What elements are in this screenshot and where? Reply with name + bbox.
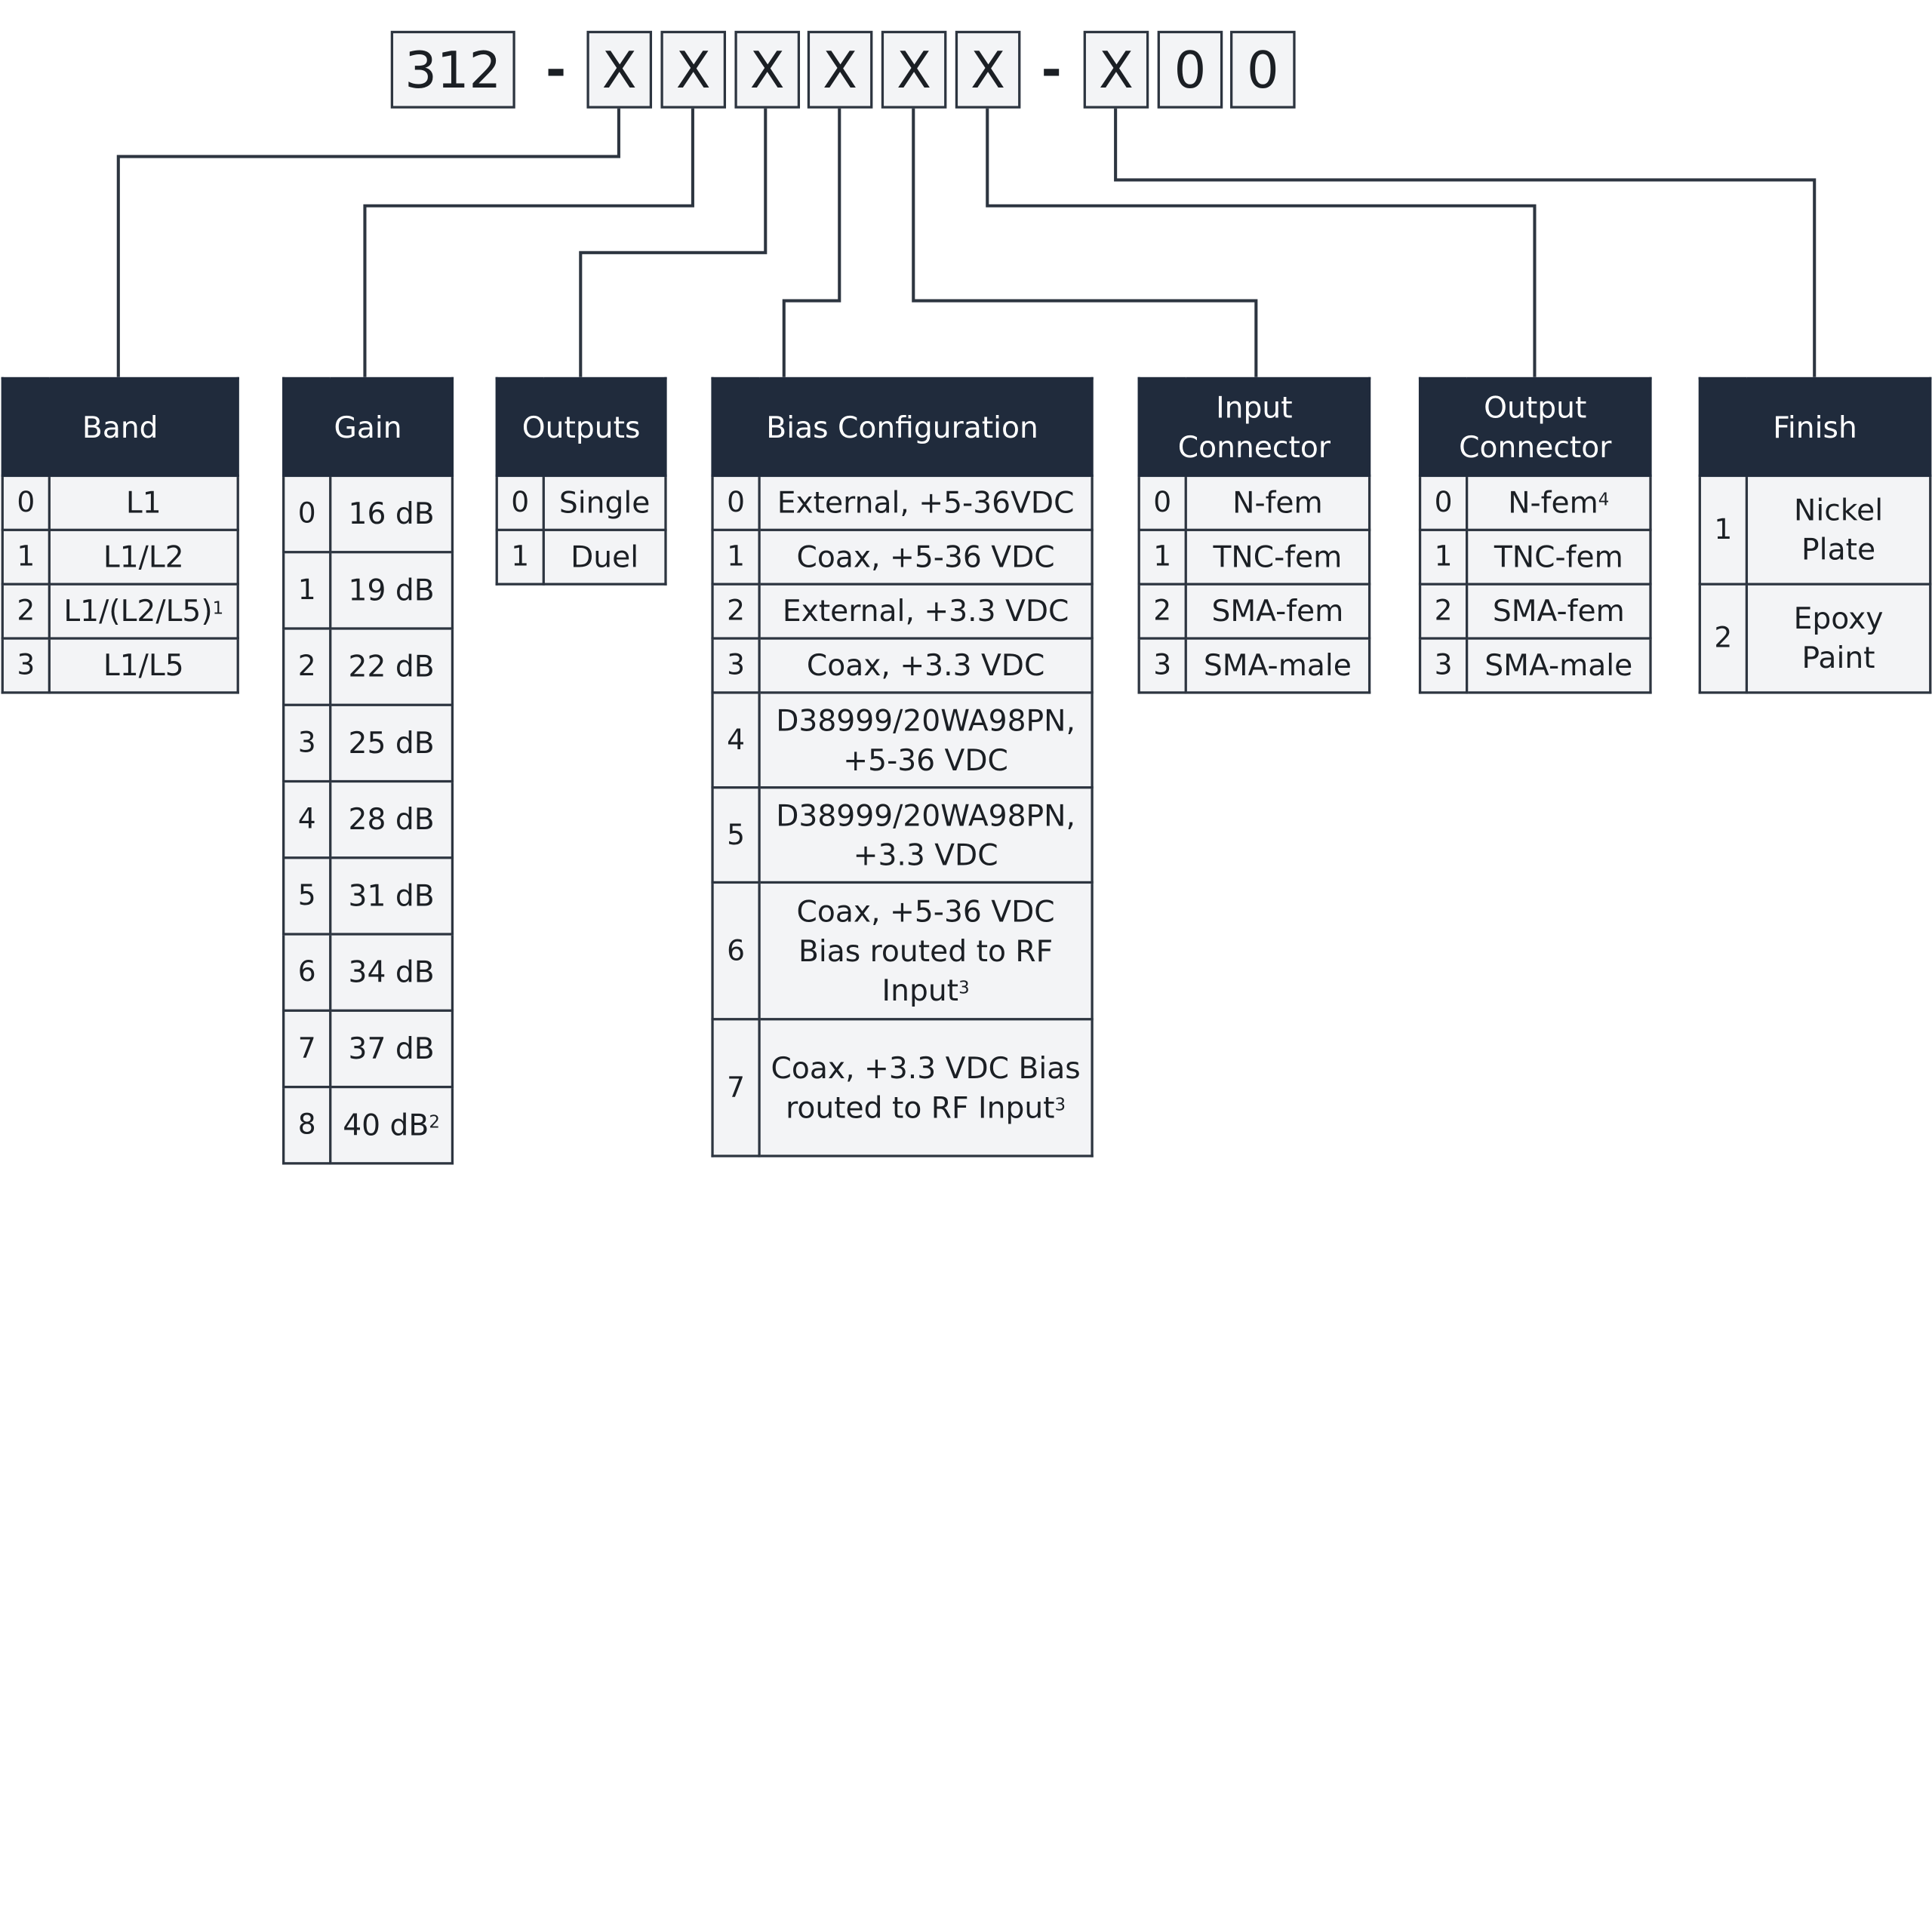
- connector-finish: [1114, 108, 1817, 377]
- gain-header: Gain: [282, 377, 454, 478]
- connector-band: [116, 108, 620, 377]
- outputs-header: Outputs: [495, 377, 667, 478]
- pn-separator-1: -: [546, 41, 567, 98]
- pn-slot-finish: X: [1083, 30, 1149, 109]
- pn-slot-bias: X: [807, 30, 873, 109]
- pn-prefix: 312: [405, 40, 502, 100]
- footnote-marker: 2: [429, 1112, 440, 1133]
- connector-gain: [363, 108, 694, 377]
- footnote-marker: 1: [212, 598, 224, 619]
- pn-prefix-box: 312: [390, 30, 515, 109]
- connector-outputs: [579, 108, 768, 377]
- connector-lines: [116, 108, 1817, 377]
- pn-slot-output-connector: X: [955, 30, 1021, 109]
- pn-slot-gain: X: [660, 30, 727, 109]
- connector-bias: [782, 108, 841, 377]
- footnote-marker: 3: [1054, 1095, 1066, 1115]
- pn-slot-outputs: X: [734, 30, 801, 109]
- footnote-marker: 4: [1598, 490, 1610, 511]
- finish-header: Finish: [1698, 377, 1932, 478]
- pn-suffix-zero-1: 0: [1157, 30, 1223, 109]
- pn-slot-band: X: [586, 30, 653, 109]
- pn-separator-2: -: [1041, 41, 1062, 98]
- connector-input: [912, 108, 1258, 377]
- output-connector-header: Output Connector: [1418, 377, 1652, 478]
- bias-header: Bias Configuration: [711, 377, 1094, 478]
- connector-output: [986, 108, 1537, 377]
- pn-slot-input-connector: X: [881, 30, 947, 109]
- pn-suffix-zero-2: 0: [1230, 30, 1296, 109]
- footnote-marker: 3: [958, 978, 970, 998]
- band-header: Band: [1, 377, 239, 478]
- input-connector-header: Input Connector: [1137, 377, 1371, 478]
